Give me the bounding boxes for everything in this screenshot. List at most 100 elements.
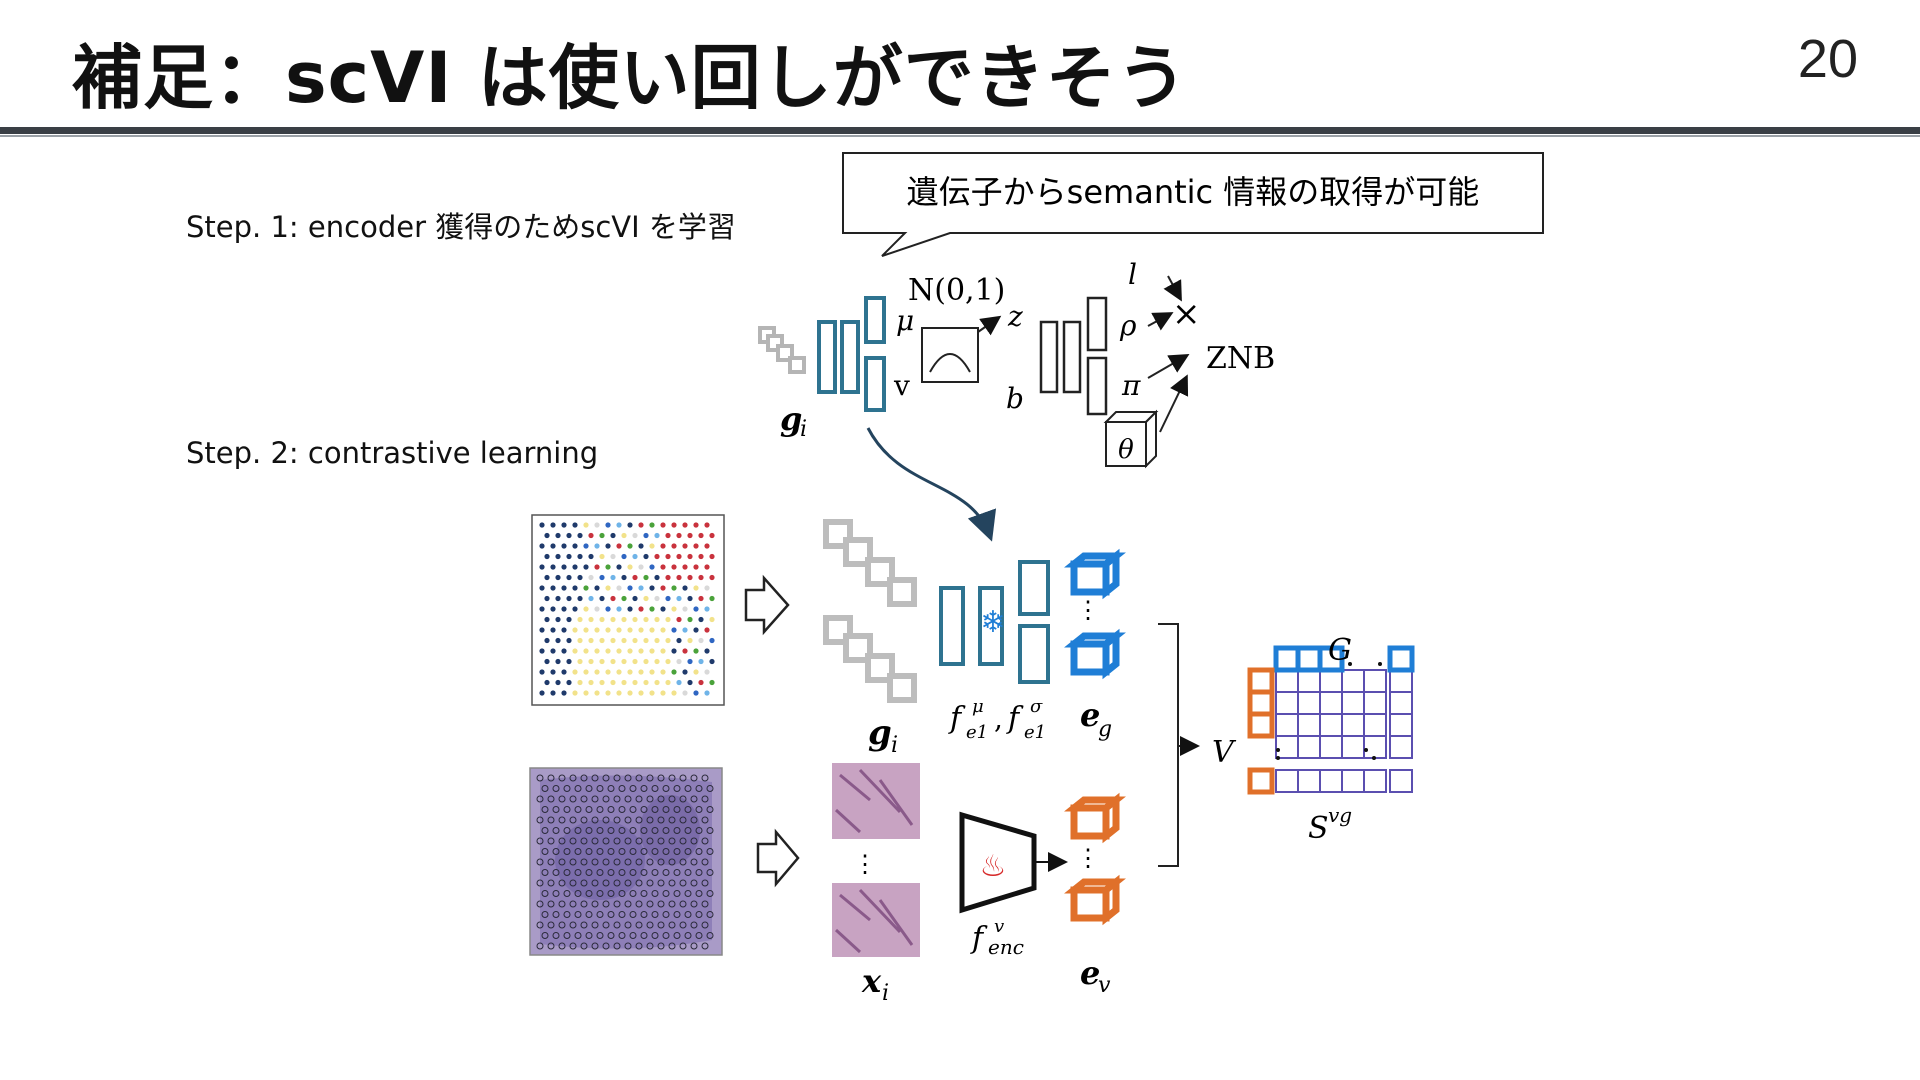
spot xyxy=(621,617,626,622)
fenc-sub: enc xyxy=(988,935,1024,959)
spot xyxy=(544,596,549,601)
spot xyxy=(627,669,632,674)
spot xyxy=(610,659,615,664)
spot xyxy=(588,617,593,622)
matrix-cell xyxy=(1342,692,1364,714)
spot xyxy=(539,669,544,674)
spot xyxy=(588,575,593,580)
spot xyxy=(693,690,698,695)
spot xyxy=(660,585,665,590)
S-label: S xyxy=(1308,811,1329,846)
spot xyxy=(583,522,588,527)
matrix-cell xyxy=(1390,692,1412,714)
spot xyxy=(566,680,571,685)
spot xyxy=(572,648,577,653)
spot xyxy=(594,669,599,674)
matrix-cell xyxy=(1342,714,1364,736)
spot xyxy=(588,596,593,601)
spot xyxy=(704,606,709,611)
spot xyxy=(709,575,714,580)
spot xyxy=(671,564,676,569)
spot xyxy=(627,522,632,527)
spot xyxy=(627,564,632,569)
spot xyxy=(649,669,654,674)
image-header-cell xyxy=(1250,770,1272,792)
spot xyxy=(616,522,621,527)
spot xyxy=(649,606,654,611)
spot xyxy=(566,659,571,664)
spot xyxy=(605,522,610,527)
spot xyxy=(616,606,621,611)
spot xyxy=(588,638,593,643)
fe1-mu-sub: e1 xyxy=(966,722,988,743)
matrix-cell xyxy=(1298,714,1320,736)
spot xyxy=(621,533,626,538)
fe1-sigma-sub: e1 xyxy=(1024,722,1046,743)
spot xyxy=(687,638,692,643)
spot xyxy=(638,564,643,569)
spot xyxy=(561,669,566,674)
spot xyxy=(572,564,577,569)
spot xyxy=(550,606,555,611)
spot xyxy=(610,638,615,643)
matrix-cell xyxy=(1276,670,1298,692)
xi-label: x xyxy=(861,962,882,1000)
spot xyxy=(627,585,632,590)
fire-icon: ♨ xyxy=(980,849,1007,884)
spot xyxy=(671,690,676,695)
spot xyxy=(698,533,703,538)
spot xyxy=(627,606,632,611)
gene-header-cell xyxy=(1298,648,1320,670)
spot xyxy=(660,564,665,569)
znb-label: ZNB xyxy=(1206,341,1275,376)
gene-header-cell xyxy=(1390,648,1412,670)
spot xyxy=(638,522,643,527)
ellipsis-dot xyxy=(1276,756,1280,760)
spot xyxy=(665,659,670,664)
spot xyxy=(704,543,709,548)
spot xyxy=(649,543,654,548)
spot xyxy=(605,606,610,611)
spot xyxy=(643,596,648,601)
spot xyxy=(660,606,665,611)
spot xyxy=(643,554,648,559)
spot xyxy=(605,543,610,548)
spot xyxy=(704,585,709,590)
spot xyxy=(682,606,687,611)
spot xyxy=(671,606,676,611)
spot xyxy=(588,659,593,664)
spot xyxy=(561,543,566,548)
image-header-cell xyxy=(1250,692,1272,714)
spot xyxy=(704,669,709,674)
spot xyxy=(577,659,582,664)
spot xyxy=(616,669,621,674)
spot xyxy=(550,648,555,653)
spot xyxy=(704,522,709,527)
spot xyxy=(566,638,571,643)
eg-sub: g xyxy=(1098,717,1112,742)
spot xyxy=(698,596,703,601)
ellipsis-dot xyxy=(1372,756,1376,760)
z-label: z xyxy=(1007,300,1023,333)
spot xyxy=(566,575,571,580)
spot xyxy=(665,554,670,559)
spot xyxy=(698,575,703,580)
prior-gaussian-box xyxy=(922,328,978,382)
spot xyxy=(638,606,643,611)
spot xyxy=(583,543,588,548)
spot xyxy=(599,659,604,664)
spatial-spot-map xyxy=(532,515,724,705)
times-symbol: × xyxy=(1172,294,1201,334)
spot xyxy=(638,543,643,548)
spot xyxy=(583,585,588,590)
spot xyxy=(561,606,566,611)
spot xyxy=(555,659,560,664)
spot xyxy=(550,690,555,695)
spot xyxy=(627,543,632,548)
spot xyxy=(610,575,615,580)
spot xyxy=(561,522,566,527)
spot xyxy=(572,690,577,695)
xi-ellipsis: ⋮ xyxy=(853,850,877,878)
matrix-cell xyxy=(1276,770,1298,792)
